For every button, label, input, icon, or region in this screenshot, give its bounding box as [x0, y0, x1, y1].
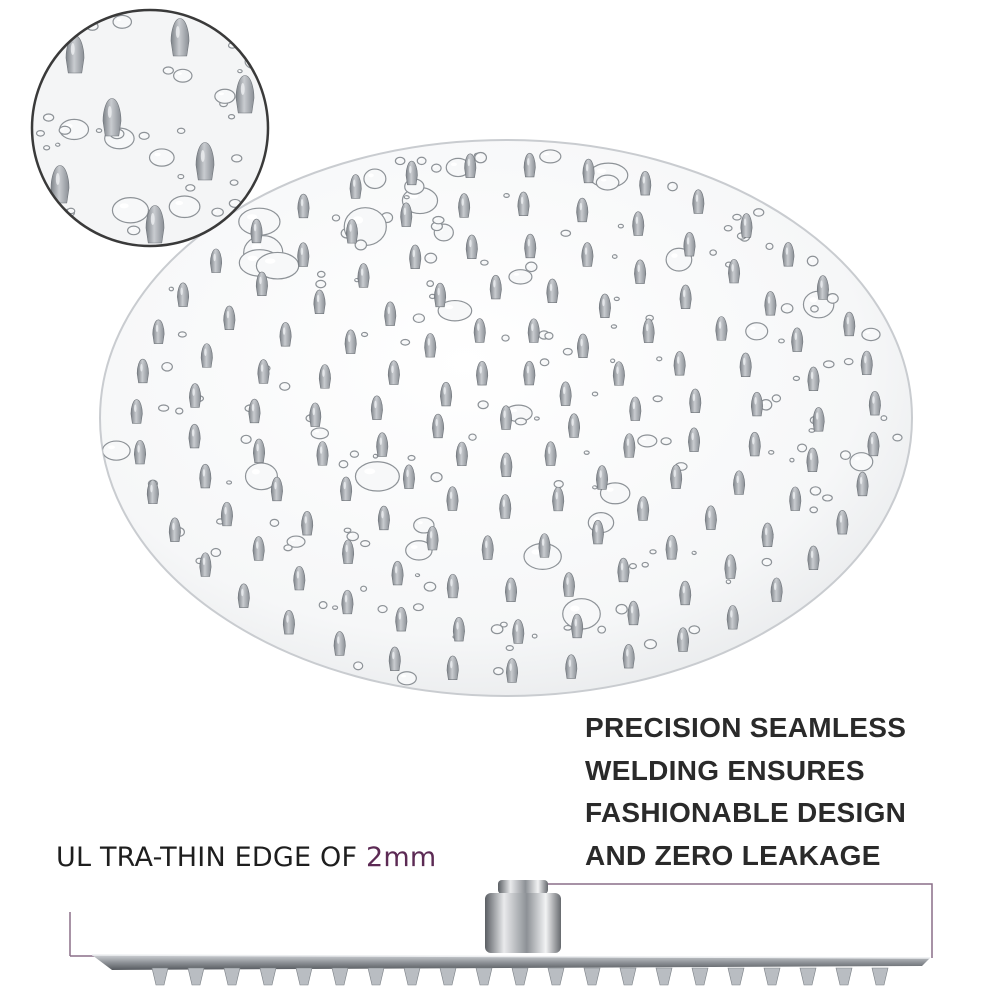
feature-line-4: AND ZERO LEAKAGE: [585, 839, 881, 871]
feature-line-2: WELDING ENSURES: [585, 754, 865, 786]
feature-description: PRECISION SEAMLESS WELDING ENSURES FASHI…: [585, 707, 985, 877]
shower-head-side-profile: [69, 880, 933, 986]
pipe-nut: [498, 880, 548, 894]
feature-line-1: PRECISION SEAMLESS: [585, 712, 907, 743]
thin-plate: [92, 955, 930, 970]
edge-label-text: UL TRA-THIN EDGE OF: [56, 842, 367, 873]
edge-thickness-label: UL TRA-THIN EDGE OF 2mm: [56, 842, 436, 873]
feature-line-3: FASHIONABLE DESIGN: [585, 797, 907, 828]
shower-face: [99, 139, 913, 697]
pipe-connector: [485, 893, 561, 953]
callout-line: [540, 883, 933, 958]
nozzle-closeup: [30, 8, 270, 248]
edge-thickness-value: 2mm: [366, 842, 437, 873]
